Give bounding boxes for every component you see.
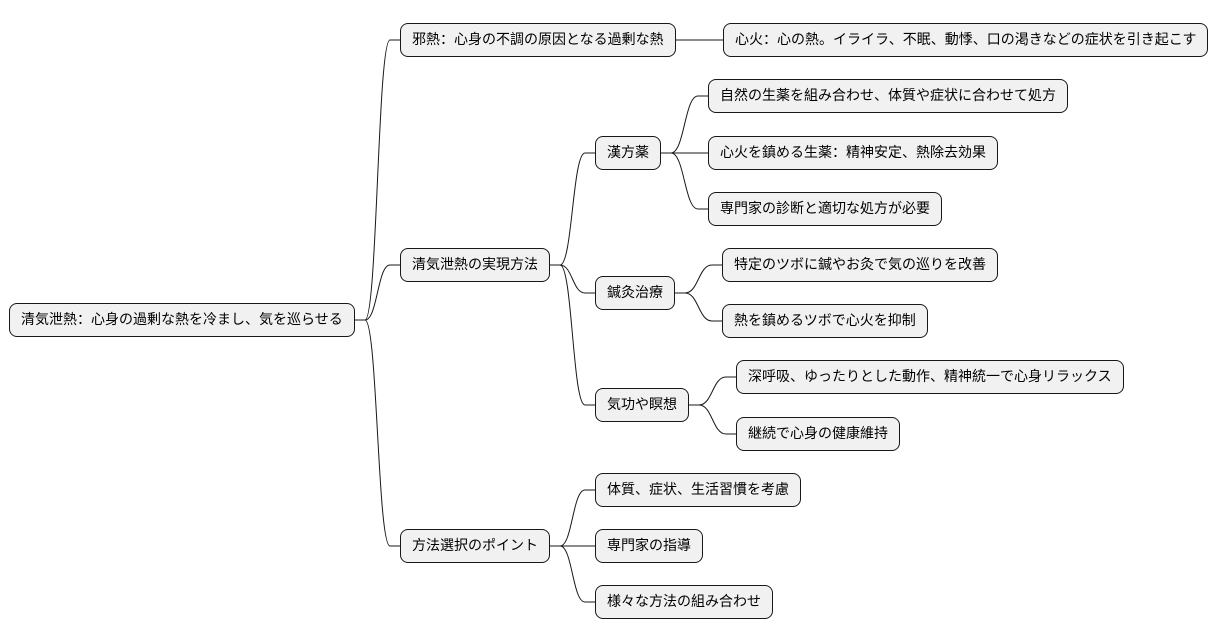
node-kampo: 漢方薬 xyxy=(595,136,661,170)
connector-shinkyu-to-item-1 xyxy=(675,264,722,294)
connector-methods-to-shinkyu xyxy=(550,264,595,294)
node-selection-item-1: 体質、症状、生活習慣を考慮 xyxy=(595,473,801,507)
connector-shinkyu-to-item-2 xyxy=(675,292,722,322)
node-jyanetsu: 邪熱：心身の不調の原因となる過剰な熱 xyxy=(400,23,676,57)
node-kiko: 気功や瞑想 xyxy=(595,388,689,422)
node-shinkyu: 鍼灸治療 xyxy=(595,276,675,310)
connector-root-to-selection xyxy=(355,319,400,547)
connector-kiko-to-item-2 xyxy=(689,404,736,435)
connector-methods-to-kampo xyxy=(550,152,595,266)
connector-kampo-to-item-3 xyxy=(661,152,708,210)
node-shinkyu-item-2: 熱を鎮めるツボで心火を抑制 xyxy=(722,304,928,338)
connector-methods-to-kiko xyxy=(550,264,595,406)
node-kiko-item-1: 深呼吸、ゆったりとした動作、精神統一で心身リラックス xyxy=(736,360,1124,394)
connector-selection-to-item-3 xyxy=(550,545,595,603)
node-methods: 清気泄熱の実現方法 xyxy=(400,248,550,282)
connector-root-to-jyanetsu xyxy=(355,39,400,321)
node-selection-item-3: 様々な方法の組み合わせ xyxy=(595,585,773,619)
node-kampo-item-1: 自然の生薬を組み合わせ、体質や症状に合わせて処方 xyxy=(708,79,1068,113)
node-selection: 方法選択のポイント xyxy=(400,529,550,563)
node-shinkyu-item-1: 特定のツボに鍼やお灸で気の巡りを改善 xyxy=(722,248,998,282)
node-kampo-item-3: 専門家の診断と適切な処方が必要 xyxy=(708,192,942,226)
node-kiko-item-2: 継続で心身の健康維持 xyxy=(736,417,900,451)
connector-kampo-to-item-1 xyxy=(661,95,708,154)
node-selection-item-2: 専門家の指導 xyxy=(595,529,703,563)
connector-kiko-to-item-1 xyxy=(689,376,736,406)
connector-root-to-methods xyxy=(355,264,400,321)
node-shinka: 心火：心の熱。イライラ、不眠、動悸、口の渇きなどの症状を引き起こす xyxy=(723,23,1209,57)
node-kampo-item-2: 心火を鎮める生薬：精神安定、熱除去効果 xyxy=(708,136,998,170)
connector-selection-to-item-1 xyxy=(550,489,595,547)
root-node: 清気泄熱：心身の過剰な熱を冷まし、気を巡らせる xyxy=(9,303,355,337)
